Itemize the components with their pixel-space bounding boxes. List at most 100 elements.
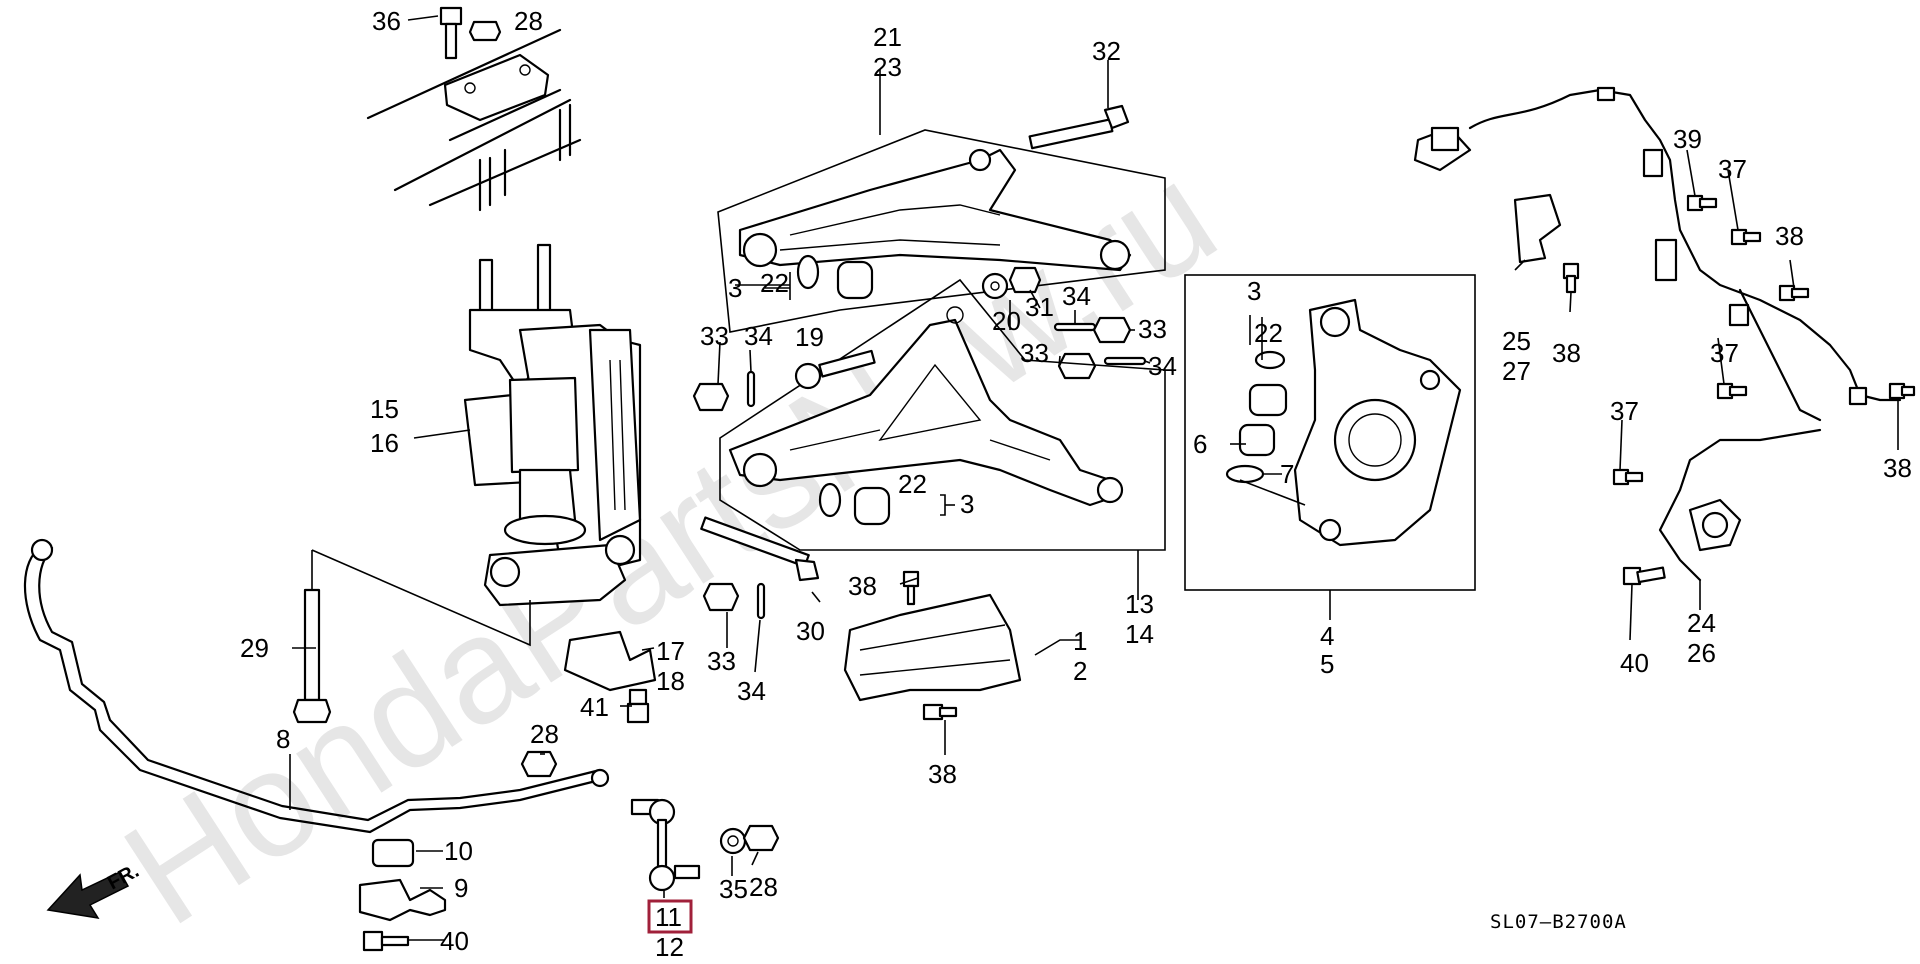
ring-7 (1225, 464, 1265, 484)
callout-33-upper: 33 (1138, 314, 1167, 344)
upper-bushing (796, 254, 874, 300)
callout-23: 23 (873, 52, 902, 82)
callout-2: 2 (1073, 656, 1087, 686)
bolt-37-top (1730, 228, 1762, 246)
callout-20: 20 (992, 306, 1021, 336)
callout-40-left: 40 (440, 926, 469, 956)
lower-arm-box (719, 278, 1166, 551)
callout-9: 9 (454, 873, 468, 903)
bolt-19 (794, 349, 876, 390)
callout-3-knuckle: 3 (1247, 276, 1261, 306)
callout-15: 15 (370, 394, 399, 424)
bolt-36 (439, 6, 463, 60)
callout-3-upper: 3 (728, 273, 742, 303)
cotter-pin-34-left-upper (746, 370, 756, 408)
nut-28-right (742, 824, 780, 852)
leader-lines (289, 15, 1899, 941)
callout-28-right: 28 (749, 872, 778, 902)
bolt-30 (700, 516, 820, 582)
bushing-6 (1238, 423, 1276, 457)
stabilizer-bracket (358, 878, 447, 922)
bolt-40-right (1622, 566, 1666, 586)
callout-40-right: 40 (1620, 648, 1649, 678)
washer-20 (981, 272, 1009, 300)
callout-28-top: 28 (514, 6, 543, 36)
callout-33-lower: 33 (1020, 338, 1049, 368)
nut-33-left-upper (692, 382, 730, 412)
callout-19: 19 (795, 322, 824, 352)
damper-bracket (563, 630, 657, 692)
callout-3-lower: 3 (960, 489, 974, 519)
callout-17: 17 (656, 636, 685, 666)
callout-11: 11 (655, 902, 682, 932)
lower-bushing (818, 482, 891, 526)
callout-30: 30 (796, 616, 825, 646)
callout-1: 1 (1073, 626, 1087, 656)
callout-31: 31 (1025, 292, 1054, 322)
callout-33-left-lower: 33 (707, 646, 736, 676)
bolt-38-right-top (1778, 284, 1810, 302)
callout-21: 21 (873, 22, 902, 52)
steering-knuckle (1293, 298, 1462, 547)
callout-29: 29 (240, 633, 269, 663)
bolt-38-right-low (1888, 382, 1916, 400)
callout-34-left-upper: 34 (744, 321, 773, 351)
sensor-bracket (1513, 193, 1562, 264)
nut-33-lower (1057, 352, 1097, 380)
splash-guard (843, 593, 1022, 702)
bolt-40-left (362, 930, 410, 952)
callout-12: 12 (655, 932, 684, 959)
nut-28-mid (520, 750, 558, 778)
ring-22-knuckle (1254, 350, 1286, 370)
callout-41: 41 (580, 692, 609, 722)
callout-34-lower: 34 (1148, 351, 1177, 381)
callout-22-lower: 22 (898, 469, 927, 499)
bolt-32 (1028, 104, 1130, 150)
callout-8: 8 (276, 724, 290, 754)
callout-25: 25 (1502, 326, 1531, 356)
upper-arm (738, 148, 1132, 272)
callout-38-mid: 38 (1552, 338, 1581, 368)
callout-24: 24 (1687, 608, 1716, 638)
bushing-3-knuckle (1248, 383, 1288, 417)
callout-32: 32 (1092, 36, 1121, 66)
callout-35: 35 (719, 874, 748, 904)
callout-28-mid: 28 (530, 719, 559, 749)
lower-arm (728, 306, 1124, 507)
bolt-37-mid (1716, 382, 1748, 400)
nut-28-top (468, 20, 502, 42)
callout-4: 4 (1320, 621, 1334, 651)
callout-34-left-lower: 34 (737, 676, 766, 706)
callout-26: 26 (1687, 638, 1716, 668)
callout-22-knuckle: 22 (1254, 318, 1283, 348)
callout-27: 27 (1502, 356, 1531, 386)
washer-35 (719, 827, 747, 855)
callout-33-left-upper: 33 (700, 321, 729, 351)
callout-10: 10 (444, 836, 473, 866)
highlight-box-11 (647, 899, 693, 934)
callout-38-right-low: 38 (1883, 453, 1912, 483)
callout-16: 16 (370, 428, 399, 458)
bolt-38-mid (1562, 262, 1580, 294)
nut-31 (1008, 266, 1042, 294)
bolt-29 (292, 588, 332, 724)
callout-38-right-top: 38 (1775, 221, 1804, 251)
callout-37-low: 37 (1610, 396, 1639, 426)
bolt-38-guard-bottom (922, 703, 958, 721)
cotter-pin-34-upper (1053, 322, 1097, 332)
nut-33-left-lower (702, 582, 740, 612)
callout-37-mid: 37 (1710, 338, 1739, 368)
callout-13: 13 (1125, 589, 1154, 619)
callout-5: 5 (1320, 649, 1334, 679)
nut-33-upper (1092, 316, 1132, 344)
cotter-pin-34-lower (1103, 356, 1147, 366)
callout-34-upper: 34 (1062, 281, 1091, 311)
bolt-37-low (1612, 468, 1644, 486)
stabilizer-bushing (371, 838, 415, 868)
callout-37-top: 37 (1718, 154, 1747, 184)
callout-numbers: 36 28 21 23 32 3 22 15 16 33 34 19 20 31… (240, 6, 1912, 962)
callout-6: 6 (1193, 429, 1207, 459)
bolt-41 (626, 688, 650, 724)
stabilizer-link (630, 798, 701, 892)
